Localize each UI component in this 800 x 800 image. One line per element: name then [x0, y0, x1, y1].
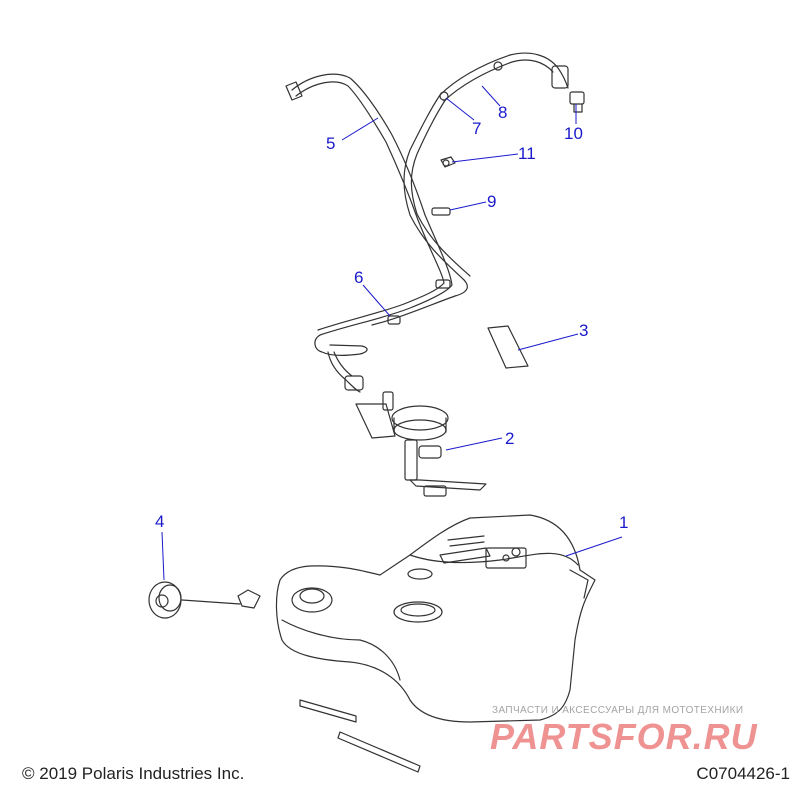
callout-10: 10: [564, 124, 583, 143]
callout-1: 1: [619, 513, 629, 532]
callout-8: 8: [498, 103, 508, 122]
callout-11: 11: [518, 144, 536, 163]
check-valve: [569, 91, 585, 113]
callout-9: 9: [487, 192, 497, 211]
watermark-tagline: ЗАПЧАСТИ И АКСЕССУАРЫ ДЛЯ МОТОТЕХНИКИ: [492, 705, 744, 716]
fuel-tank: [275, 514, 596, 773]
callout-7: 7: [472, 119, 482, 138]
fuel-pump-module: [355, 391, 487, 497]
callout-6: 6: [354, 268, 364, 287]
hose-fitting: [440, 156, 456, 168]
fuel-cap: [148, 581, 261, 619]
copyright-notice: © 2019 Polaris Industries Inc.: [22, 764, 245, 783]
callout-3: 3: [579, 321, 589, 340]
watermark-logo: PARTSFOR.RU: [490, 716, 758, 757]
callout-2: 2: [505, 429, 515, 448]
figure-id: C0704426-1: [696, 764, 790, 783]
leader-lines: [161, 85, 623, 581]
fuel-hose-assembly: [285, 52, 569, 393]
pad-strip: [487, 325, 529, 369]
callout-4: 4: [155, 512, 165, 531]
callout-5: 5: [326, 134, 336, 153]
